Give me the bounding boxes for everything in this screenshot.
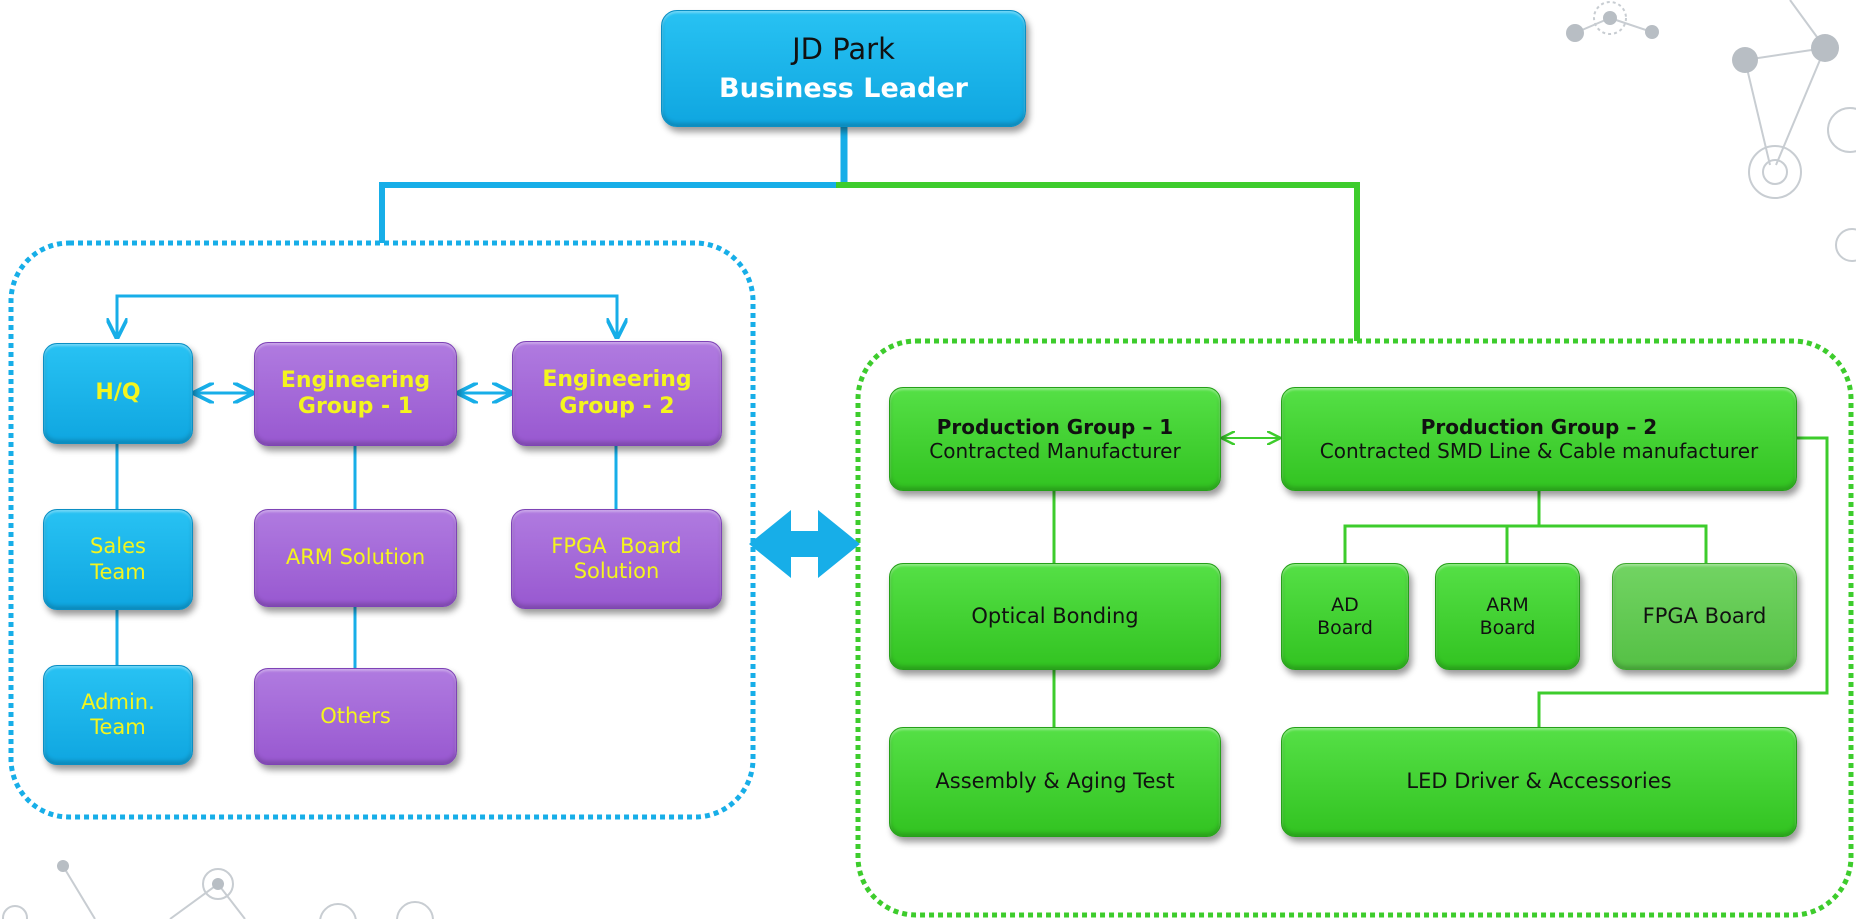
leader-node[interactable]: JD Park Business Leader [661,10,1026,127]
prod2-title: Production Group – 2 [1420,415,1658,439]
leader-name: JD Park [792,31,895,66]
sales-label-2: Team [90,559,146,584]
leader-to-right-line [836,182,1360,341]
arm-solution-label: ARM Solution [285,545,426,570]
ad-board-label-1: AD [1331,593,1359,616]
eng1-label-1: Engineering [280,367,431,393]
left-group-border [8,240,756,820]
prod1-subtitle: Contracted Manufacturer [929,439,1181,463]
decor-bottom-left [2,860,434,919]
admin-team-node[interactable]: Admin. Team [43,665,193,765]
arm-board-label-1: ARM [1486,593,1529,616]
prod2-subtitle: Contracted SMD Line & Cable manufacturer [1319,439,1759,463]
ad-board-node[interactable]: AD Board [1281,563,1409,670]
decor-top-right [1566,0,1856,262]
optical-label: Optical Bonding [971,603,1139,628]
eng1-label-2: Group - 1 [297,394,414,419]
assembly-aging-node[interactable]: Assembly & Aging Test [889,727,1221,837]
fpga-board-label: FPGA Board [1642,603,1767,628]
sales-team-node[interactable]: Sales Team [43,509,193,610]
arm-solution-node[interactable]: ARM Solution [254,509,457,607]
led-label: LED Driver & Accessories [1406,769,1672,794]
group-exchange-arrow [749,510,860,578]
eng2-label-2: Group - 2 [559,393,675,419]
engineering-group-2-node[interactable]: Engineering Group - 2 [512,341,722,446]
admin-label-1: Admin. [81,689,155,714]
fpga-board-solution-node[interactable]: FPGA Board Solution [511,509,722,609]
optical-bonding-node[interactable]: Optical Bonding [889,563,1221,670]
others-node[interactable]: Others [254,668,457,765]
production-group-2-node[interactable]: Production Group – 2 Contracted SMD Line… [1281,387,1797,491]
leader-title: Business Leader [719,72,968,104]
fpga-solution-label-1: FPGA Board [551,533,682,558]
prod2-boards-bracket [1343,524,1708,563]
hq-node[interactable]: H/Q [43,343,193,444]
fpga-board-node[interactable]: FPGA Board [1612,563,1797,670]
prod2-led-line [1537,436,1829,727]
others-label: Others [320,703,391,728]
engineering-group-1-node[interactable]: Engineering Group - 1 [254,342,457,446]
leader-to-left-line [379,182,844,243]
production-group-1-node[interactable]: Production Group – 1 Contracted Manufact… [889,387,1221,491]
assembly-label: Assembly & Aging Test [935,769,1175,794]
arm-board-node[interactable]: ARM Board [1435,563,1580,670]
led-driver-node[interactable]: LED Driver & Accessories [1281,727,1797,837]
admin-label-2: Team [90,715,146,739]
sales-label-1: Sales [90,534,146,559]
fpga-solution-label-2: Solution [573,559,660,583]
hq-eng2-bracket [117,294,617,335]
arm-board-label-2: Board [1479,616,1536,639]
right-group-border [855,338,1854,918]
eng2-label-1: Engineering [542,367,692,393]
ad-board-label-2: Board [1317,616,1373,639]
prod1-title: Production Group – 1 [936,415,1174,439]
hq-label: H/Q [95,380,141,406]
